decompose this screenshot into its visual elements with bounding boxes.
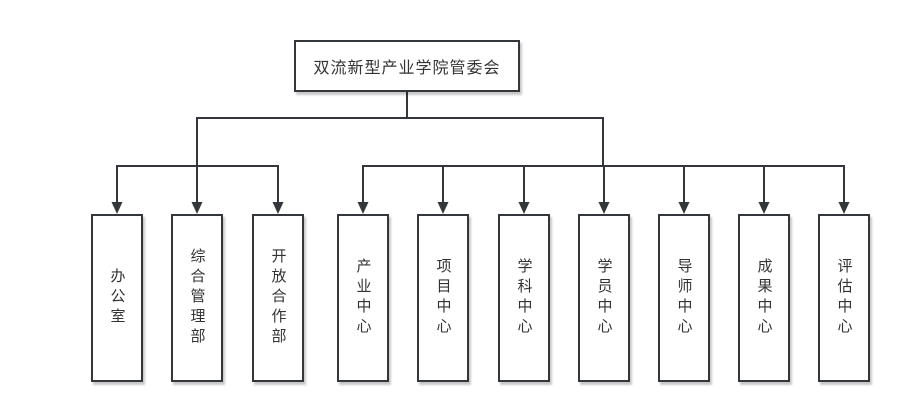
node-achievement-center: 成果中心 bbox=[738, 214, 790, 382]
node-evaluation-center-label: 评估中心 bbox=[835, 258, 853, 338]
node-mentor-center-label: 导师中心 bbox=[675, 258, 693, 338]
node-office: 办公室 bbox=[91, 214, 143, 382]
node-industry-center: 产业中心 bbox=[337, 214, 389, 382]
node-student-center: 学员中心 bbox=[578, 214, 630, 382]
node-office-label: 办公室 bbox=[108, 268, 126, 328]
arrowhead-icon bbox=[678, 202, 690, 214]
node-general-management-dept-label: 综合管理部 bbox=[188, 248, 206, 348]
arrowhead-icon bbox=[598, 202, 610, 214]
arrow-shaft-lines bbox=[116, 165, 845, 204]
node-project-center-label: 项目中心 bbox=[434, 258, 452, 338]
arrowhead-icon bbox=[272, 202, 284, 214]
node-student-center-label: 学员中心 bbox=[595, 258, 613, 338]
node-achievement-center-label: 成果中心 bbox=[755, 258, 773, 338]
arrowhead-icon bbox=[111, 202, 123, 214]
node-mentor-center: 导师中心 bbox=[658, 214, 710, 382]
node-industry-center-label: 产业中心 bbox=[354, 258, 372, 338]
node-management-committee-label: 双流新型产业学院管委会 bbox=[313, 60, 501, 77]
node-discipline-center-label: 学科中心 bbox=[515, 258, 533, 338]
node-open-cooperation-dept: 开放合作部 bbox=[252, 214, 304, 382]
connector-path-group bbox=[116, 92, 845, 204]
node-management-committee: 双流新型产业学院管委会 bbox=[294, 40, 520, 92]
node-discipline-center: 学科中心 bbox=[498, 214, 550, 382]
arrowhead-icon bbox=[758, 202, 770, 214]
node-general-management-dept: 综合管理部 bbox=[171, 214, 223, 382]
arrowhead-icon bbox=[838, 202, 850, 214]
arrowhead-icon bbox=[518, 202, 530, 214]
node-open-cooperation-dept-label: 开放合作部 bbox=[269, 248, 287, 348]
node-evaluation-center: 评估中心 bbox=[818, 214, 870, 382]
node-project-center: 项目中心 bbox=[417, 214, 469, 382]
arrowhead-icon bbox=[437, 202, 449, 214]
arrowhead-group bbox=[111, 202, 850, 214]
arrowhead-icon bbox=[357, 202, 369, 214]
arrowhead-icon bbox=[191, 202, 203, 214]
